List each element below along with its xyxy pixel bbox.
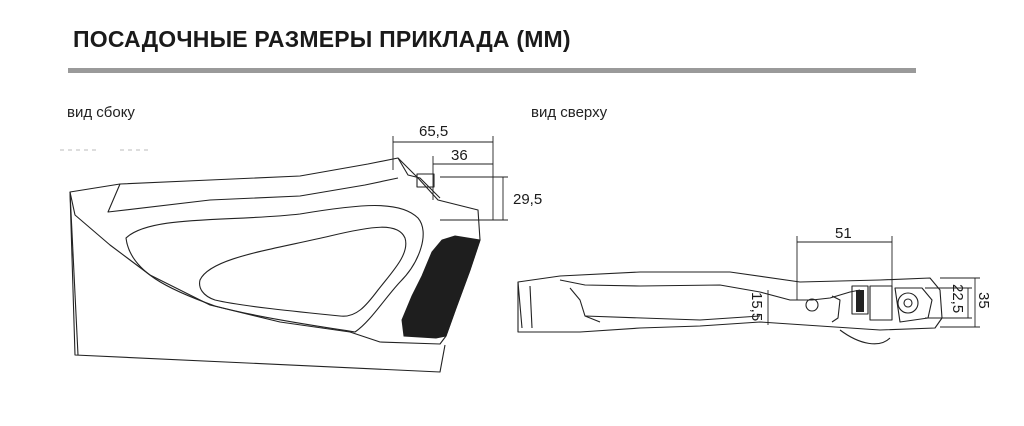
- dim-top-51: 51: [835, 225, 852, 242]
- side-view-dimensions: [392, 136, 508, 221]
- top-view-stock: [517, 271, 943, 345]
- side-view-label: вид сбоку: [67, 104, 135, 121]
- top-view-dimensions: [767, 236, 980, 328]
- dim-side-65-5: 65,5: [419, 123, 448, 140]
- dim-top-22-5: 22,5: [949, 284, 966, 313]
- dim-top-35: 35: [975, 292, 992, 309]
- page-title: ПОСАДОЧНЫЕ РАЗМЕРЫ ПРИКЛАДА (ММ): [73, 26, 571, 52]
- rail-detail: [856, 290, 864, 312]
- top-view-label: вид сверху: [531, 104, 608, 121]
- dim-side-29-5: 29,5: [513, 191, 542, 208]
- dim-side-36: 36: [451, 147, 468, 164]
- grip-panel: [401, 235, 481, 339]
- side-view-stock: [60, 149, 481, 373]
- dim-top-15-5: 15,5: [748, 292, 765, 321]
- title-divider: [68, 68, 916, 73]
